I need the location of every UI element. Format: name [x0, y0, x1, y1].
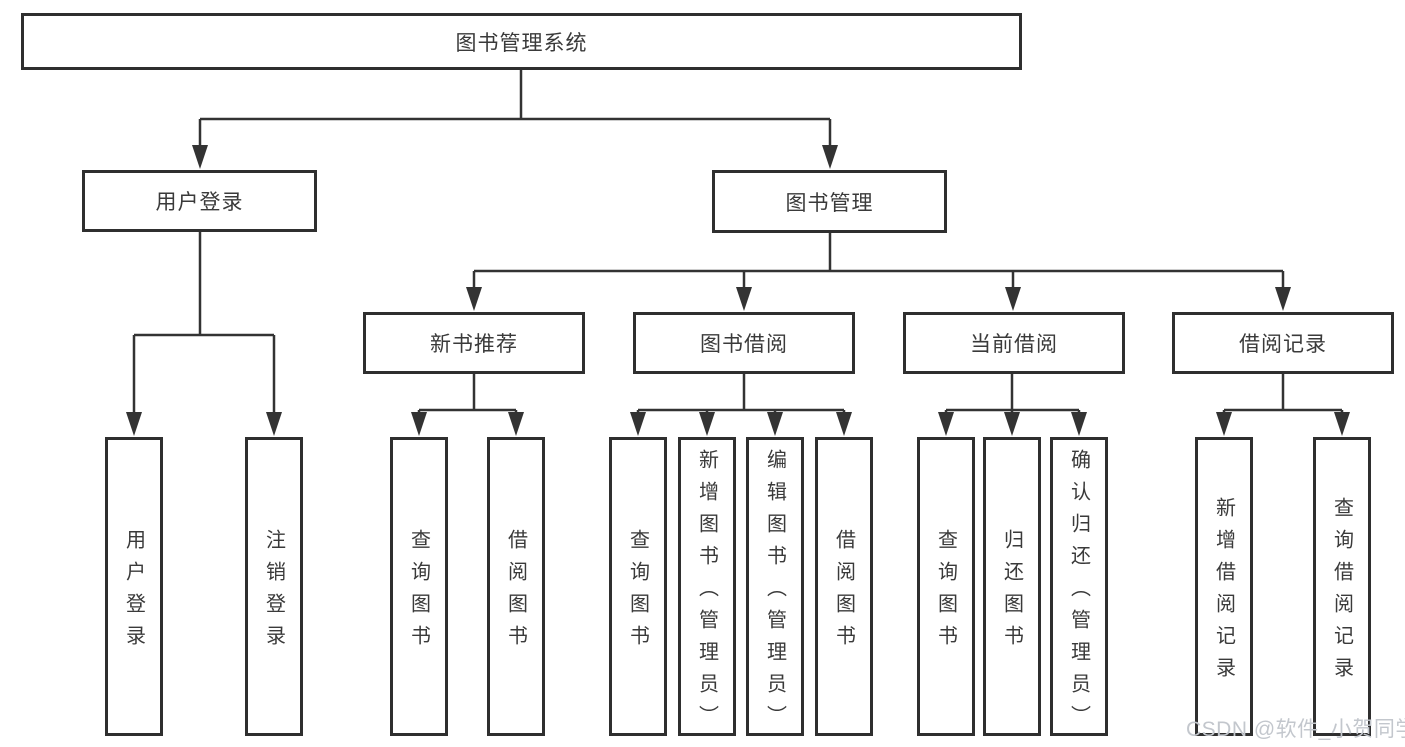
connector-root-to-level2 [192, 70, 838, 169]
connector-borrow-records-to-leaves [1216, 374, 1350, 436]
leaf-query-books-current: 查询图书 [917, 437, 975, 736]
leaf-label: 查询图书 [407, 528, 430, 657]
leaf-query-books-borrow: 查询图书 [609, 437, 667, 736]
node-label: 图书管理系统 [455, 31, 588, 55]
node-label: 当前借阅 [970, 333, 1058, 356]
leaf-query-books-recommend: 查询图书 [390, 437, 448, 736]
node-label: 图书借阅 [700, 333, 788, 356]
leaf-label: 归还图书 [1000, 528, 1023, 657]
leaf-label: 查询图书 [626, 528, 649, 657]
leaf-label: 新增图书（管理员） [695, 448, 718, 737]
node-user-login: 用户登录 [82, 170, 317, 232]
node-label: 用户登录 [155, 191, 244, 214]
node-current-borrow: 当前借阅 [903, 312, 1125, 374]
leaf-borrow-books-recommend: 借阅图书 [487, 437, 545, 736]
node-book-management: 图书管理 [712, 170, 947, 233]
leaf-label: 注销登录 [262, 528, 285, 657]
connector-user-login-to-leaves [126, 232, 282, 436]
connector-current-borrow-to-leaves [938, 374, 1087, 436]
leaf-query-borrow-record: 查询借阅记录 [1313, 437, 1371, 736]
connector-book-borrow-to-leaves [630, 374, 852, 436]
watermark: CSDN @软件_小贺同学 [1186, 718, 1405, 741]
node-book-borrow: 图书借阅 [633, 312, 855, 374]
leaf-add-books-admin: 新增图书（管理员） [678, 437, 736, 737]
leaf-edit-books-admin: 编辑图书（管理员） [746, 437, 804, 737]
leaf-label: 借阅图书 [504, 528, 527, 657]
node-borrow-records: 借阅记录 [1172, 312, 1394, 374]
node-label: 借阅记录 [1239, 333, 1327, 356]
leaf-logout: 注销登录 [245, 437, 303, 736]
node-library-system: 图书管理系统 [21, 13, 1022, 70]
leaf-confirm-return-admin: 确认归还（管理员） [1050, 437, 1108, 737]
leaf-label: 确认归还（管理员） [1067, 448, 1090, 737]
leaf-label: 查询借阅记录 [1330, 496, 1353, 689]
node-label: 新书推荐 [430, 333, 518, 356]
leaf-label: 新增借阅记录 [1212, 496, 1235, 689]
leaf-label: 编辑图书（管理员） [763, 448, 786, 737]
leaf-label: 查询图书 [934, 528, 957, 657]
leaf-borrow-books: 借阅图书 [815, 437, 873, 736]
connector-book-management-to-level3 [466, 233, 1291, 311]
connector-new-book-recommend-to-leaves [411, 374, 524, 436]
node-label: 图书管理 [785, 191, 874, 215]
leaf-return-books: 归还图书 [983, 437, 1041, 736]
leaf-user-login: 用户登录 [105, 437, 163, 736]
node-new-book-recommend: 新书推荐 [363, 312, 585, 374]
leaf-label: 借阅图书 [832, 528, 855, 657]
leaf-add-borrow-record: 新增借阅记录 [1195, 437, 1253, 736]
leaf-label: 用户登录 [122, 528, 145, 657]
